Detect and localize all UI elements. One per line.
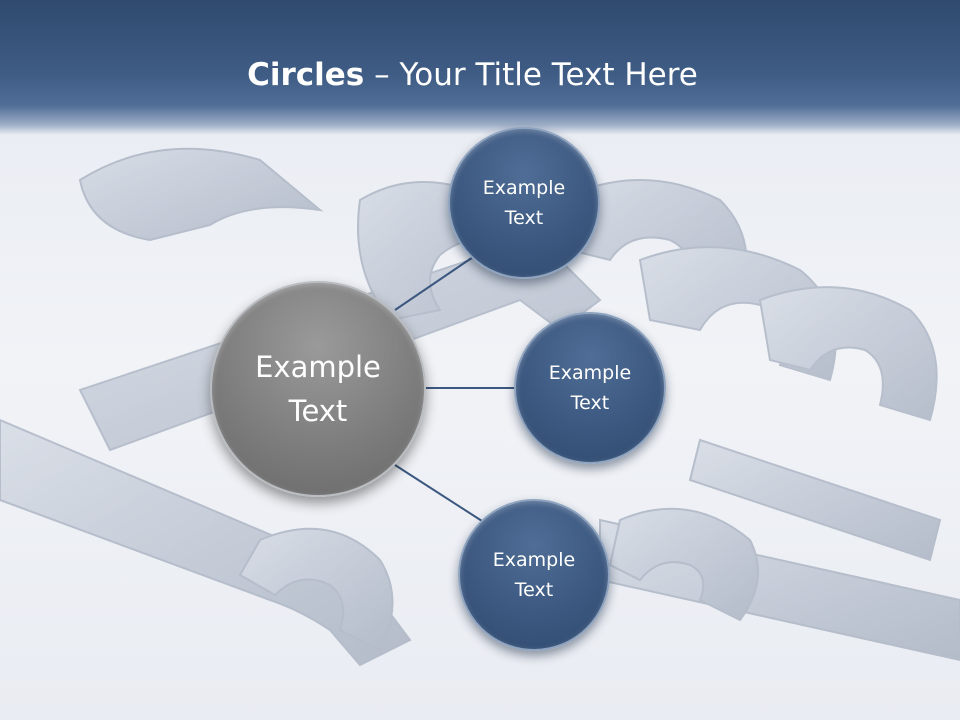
connector-line-1	[394, 254, 477, 311]
outer-circle-top[interactable]: Example Text	[448, 127, 600, 279]
outer-circle-bottom[interactable]: Example Text	[458, 499, 610, 651]
slide-title: Circles – Your Title Text Here	[0, 52, 945, 98]
center-circle-label: Example Text	[255, 350, 381, 428]
center-circle[interactable]: Example Text	[210, 281, 426, 497]
outer-circle-middle[interactable]: Example Text	[514, 312, 666, 464]
title-rest: – Your Title Text Here	[364, 57, 698, 93]
title-bold-word: Circles	[247, 57, 365, 93]
outer-circle-label: Example Text	[482, 177, 566, 229]
title-bar	[0, 0, 960, 135]
outer-circle-label: Example Text	[492, 549, 576, 601]
outer-circle-label: Example Text	[548, 362, 632, 414]
connector-line-3	[394, 464, 483, 522]
